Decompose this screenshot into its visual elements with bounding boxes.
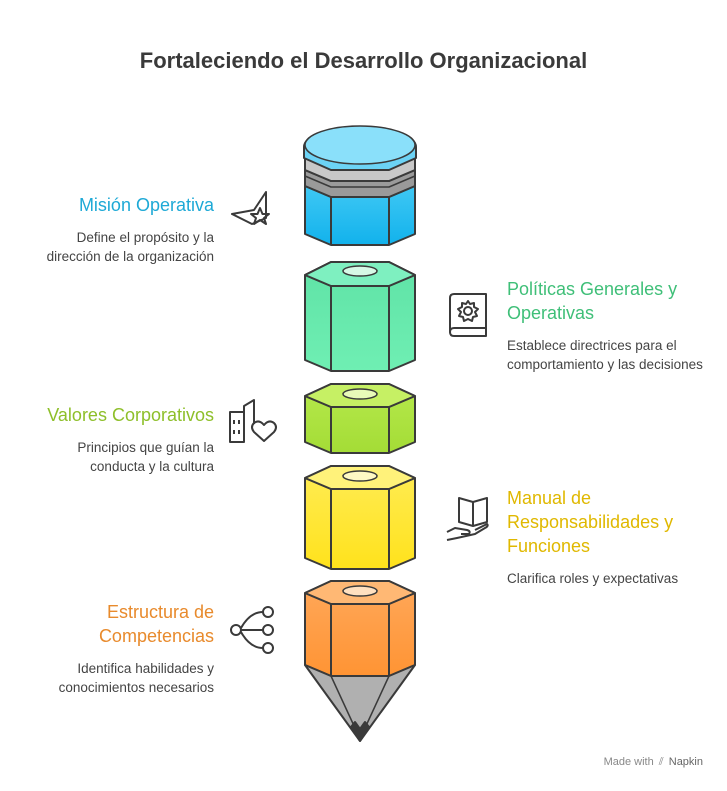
made-with-napkin: Made with ⫽ Napkin: [604, 756, 703, 769]
valores-description: Principios que guían la conducta y la cu…: [77, 440, 214, 474]
manual-heading: Manual de Responsabilidades y Funciones: [507, 488, 674, 556]
mision-heading: Misión Operativa: [78, 195, 214, 215]
pencil-green-segment: [304, 261, 416, 372]
politicas-description: Establece directrices para el comportami…: [507, 338, 703, 372]
pencil-orange-segment: [304, 580, 416, 677]
napkin-logo-icon: ⫽: [658, 756, 664, 768]
pencil-tip: [304, 664, 416, 742]
gear-book-icon: [449, 293, 487, 337]
made-with-label: Made with: [603, 756, 654, 768]
diagram-title: Fortaleciendo el Desarrollo Organizacion…: [139, 48, 588, 73]
pencil-yellow-segment: [304, 465, 416, 570]
estructura-heading: Estructura de Competencias: [98, 602, 214, 646]
hand-book-icon: [446, 497, 489, 541]
star-arrow-icon: [231, 191, 270, 225]
pencil-cap-segment: [303, 125, 417, 246]
network-icon: [230, 606, 274, 654]
politicas-heading: Políticas Generales y Operativas: [507, 279, 678, 323]
building-heart-icon: [229, 399, 277, 443]
valores-heading: Valores Corporativos: [47, 405, 214, 425]
estructura-description: Identifica habilidades y conocimientos n…: [58, 661, 214, 695]
napkin-brand: Napkin: [668, 756, 703, 768]
pencil-lime-segment: [304, 383, 416, 454]
manual-description: Clarifica roles y expectativas: [507, 571, 679, 586]
mision-description: Define el propósito y la dirección de la…: [46, 230, 214, 264]
